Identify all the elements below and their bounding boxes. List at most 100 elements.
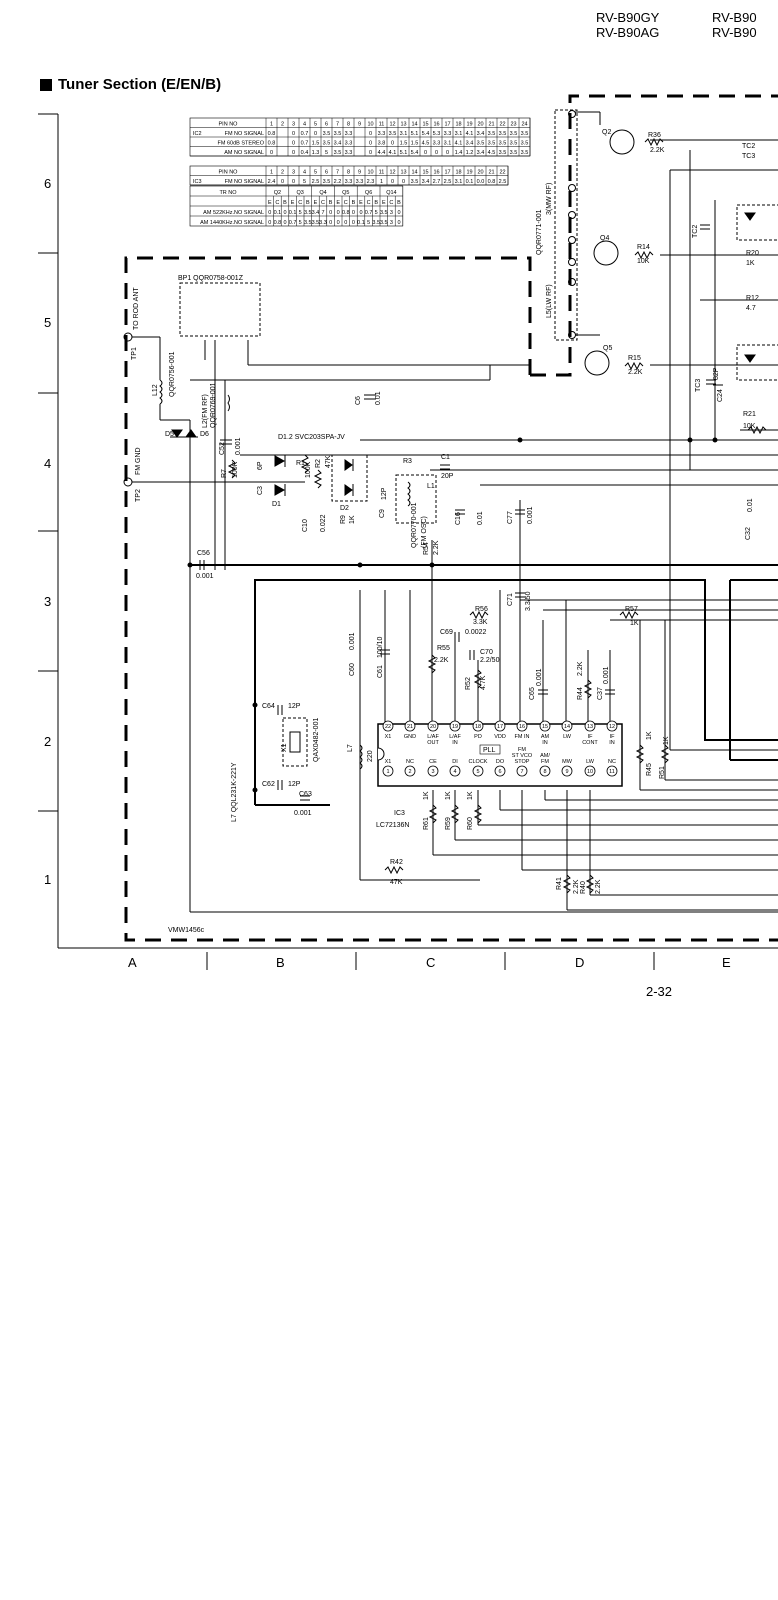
table-cell: 1 (380, 179, 383, 185)
table-cell: 0.8 (268, 141, 276, 147)
r14-label: R14 (637, 244, 650, 251)
ic3-pin (606, 765, 618, 777)
ic3-pin-label: CE (429, 759, 437, 765)
table-cell: 3.5 (334, 131, 342, 137)
r45-value: 1K (646, 731, 653, 740)
ic3-pin-number: 1 (386, 769, 389, 775)
table-header-cell: Q5 (342, 190, 349, 196)
model-header-left: RV-B90GY RV-B90AG (596, 10, 659, 40)
ic3-pin (382, 720, 394, 732)
table-cell: 0 (397, 210, 400, 216)
r54-label: R54 (423, 542, 430, 555)
c77-value: 0.001 (527, 506, 534, 524)
table-header-cell: 7 (336, 122, 339, 128)
c3-value: 6P (257, 461, 264, 470)
c52-value: 0.001 (235, 437, 242, 455)
x1-label: X1 (281, 743, 288, 752)
r61-value: 1K (423, 791, 430, 800)
d6-label: D6 (200, 431, 209, 438)
c69-label: C69 (440, 629, 453, 636)
coil-part: QQR0771-001 (536, 209, 543, 255)
ic3-pin-label: AM (541, 734, 550, 740)
grid-col-label: A (128, 955, 137, 970)
table-cell: 4.1 (466, 131, 474, 137)
table-row-label: FM NO SIGNAL (225, 179, 264, 185)
table-cell: 4.5 (422, 141, 430, 147)
d12-note: D1.2 SVC203SPA-JV (278, 434, 345, 441)
table-cell: 4.1 (389, 150, 397, 156)
table-sub-header: E (314, 200, 318, 206)
l1-part: QQR0770-001 (411, 502, 418, 548)
r59-value: 1K (445, 791, 452, 800)
table-cell: 5.1 (400, 150, 408, 156)
grid-col-label: C (426, 955, 435, 970)
table-cell: 3.5 (499, 141, 507, 147)
table-cell: 0 (369, 141, 372, 147)
table-sub-header: E (336, 200, 340, 206)
tp1-desc: TO ROD ANT (133, 287, 140, 330)
ic3-part: LC72136N (376, 822, 409, 829)
table-sub-header: E (268, 200, 272, 206)
ic3-label: IC3 (394, 810, 405, 817)
table-header-cell: 20 (477, 122, 483, 128)
ic3-pin (427, 765, 439, 777)
table-cell: 7 (321, 210, 324, 216)
ic3-pin-label: OUT (427, 740, 439, 746)
ic3-pin-label: GND (404, 734, 416, 740)
table-header-cell: 18 (455, 122, 461, 128)
grid-col-label: B (276, 955, 285, 970)
table-header-cell: 5 (314, 122, 317, 128)
ic3-pin-label: IN (542, 740, 548, 746)
table-cell: 0.7 (301, 131, 309, 137)
ic3-pin-number: 13 (587, 724, 593, 730)
ic3-pin (584, 720, 596, 732)
table-cell: 3.5 (510, 141, 518, 147)
r56-value: 3.3K (473, 619, 488, 626)
table-sub-header: C (344, 200, 348, 206)
tc3-label: TC3 (695, 379, 702, 392)
grid-row-label: 5 (44, 315, 51, 330)
grid-row-label: 2 (44, 734, 51, 749)
table-header-cell: 22 (499, 122, 505, 128)
table-cell: 0 (270, 150, 273, 156)
c64-value: 12P (288, 703, 301, 710)
ic3-pin-label: L/AF (449, 734, 461, 740)
table-cell: 0 (292, 179, 295, 185)
ic3-pin (494, 720, 506, 732)
c56-value: 0.001 (196, 573, 214, 580)
r1-value: 100K (305, 461, 312, 478)
table-sub-header: C (275, 200, 279, 206)
table-header-cell: 11 (379, 170, 385, 176)
section-title: Tuner Section (E/EN/B) (40, 76, 221, 93)
ic3-pin-label: PD (474, 734, 482, 740)
table-cell: 3.8 (378, 141, 386, 147)
table-cell: 3.1 (444, 141, 452, 147)
r12-label: R12 (746, 295, 759, 302)
model-name: RV-B90 (712, 10, 757, 25)
r59-label: R59 (445, 817, 452, 830)
r20-label: R20 (746, 250, 759, 257)
table-cell: 3.5 (334, 150, 342, 156)
table-cell: 2.7 (433, 179, 441, 185)
c9-label: C9 (379, 509, 386, 518)
tp2-label: TP2 (135, 489, 142, 502)
ic3-pin-label: L/AF (427, 734, 439, 740)
table-header-cell: 24 (521, 122, 527, 128)
r20-value: 1K (746, 260, 755, 267)
shield-outline (124, 94, 778, 942)
ic3-pin-number: 18 (475, 724, 481, 730)
table-header-cell: 19 (466, 170, 472, 176)
table-cell: 3.4 (312, 210, 320, 216)
r60-value: 1K (467, 791, 474, 800)
r42-label: R42 (390, 859, 403, 866)
table-cell: 3.3 (345, 141, 353, 147)
components (123, 109, 778, 894)
table-cell: 3.3 (319, 220, 327, 226)
table-header-cell: 19 (466, 122, 472, 128)
ic3-pin-number: 7 (520, 769, 523, 775)
c37-value: 0.001 (603, 666, 610, 684)
l1-label: L1 (427, 483, 435, 490)
table-cell: 0 (359, 210, 362, 216)
ic3-pin-label: ST VCO (512, 753, 533, 759)
table-cell: 3.1 (455, 131, 463, 137)
